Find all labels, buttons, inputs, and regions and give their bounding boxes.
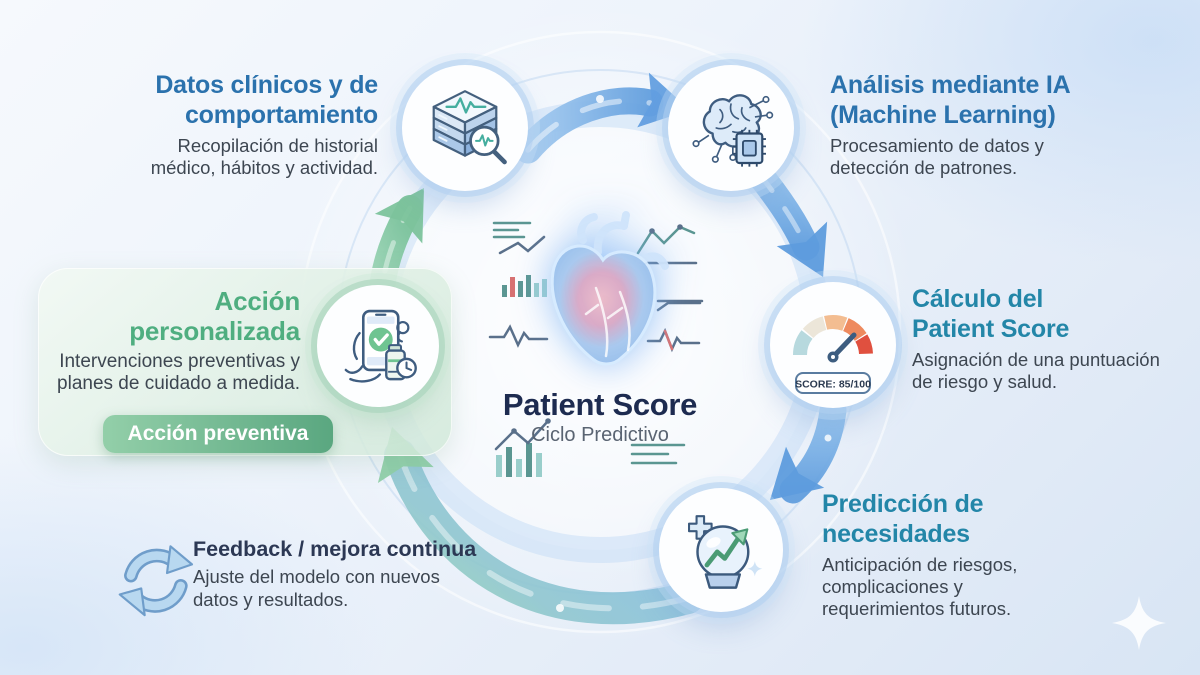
sparkle-icon [1111, 595, 1167, 651]
node-analisis-ia [668, 65, 794, 191]
feedback-desc: Ajuste del modelo con nuevos datos y res… [193, 566, 440, 610]
step-prediccion-title: Predicción de necesidades [822, 490, 984, 548]
step-accion-title: Acción personalizada [129, 286, 300, 346]
score-badge: SCORE: 85/100 [795, 379, 871, 391]
step-accion-desc: Intervenciones preventivas y planes de c… [57, 351, 300, 394]
heart-icon [550, 211, 669, 366]
phone-check-icon [344, 309, 417, 383]
node-datos-clinicos [402, 65, 528, 191]
center-subtitle: Ciclo Predictivo [531, 424, 669, 446]
database-search-icon [432, 90, 507, 165]
step-prediccion-desc: Anticipación de riesgos, complicaciones … [822, 554, 1018, 619]
center-label: Patient Score Ciclo Predictivo [450, 388, 750, 448]
arrow-analisis-to-calculo [742, 156, 828, 277]
step-datos-desc: Recopilación de historial médico, hábito… [150, 135, 378, 178]
step-accion-text: Acción personalizada Intervenciones prev… [57, 286, 300, 395]
feedback-title: Feedback / mejora continua [193, 537, 477, 561]
feedback-text: Feedback / mejora continua Ajuste del mo… [193, 536, 476, 611]
step-calculo-desc: Asignación de una puntuación de riesgo y… [912, 349, 1160, 392]
node-prediccion [659, 488, 783, 612]
step-analisis-text: Análisis mediante IA (Machine Learning) … [830, 70, 1071, 179]
step-prediccion-text: Predicción de necesidades Anticipación d… [822, 489, 1017, 620]
step-calculo-text: Cálculo del Patient Score Asignación de … [912, 284, 1160, 393]
step-datos-title: Datos clínicos y de comportamiento [155, 71, 378, 129]
node-calculo-score: SCORE: 85/100 [770, 282, 896, 408]
step-analisis-title: Análisis mediante IA (Machine Learning) [830, 71, 1071, 129]
step-datos-text: Datos clínicos y de comportamiento Recop… [151, 70, 378, 179]
refresh-cycle-icon [118, 545, 194, 617]
gauge-icon: SCORE: 85/100 [792, 314, 873, 394]
step-analisis-desc: Procesamiento de datos y detección de pa… [830, 135, 1044, 178]
center-title: Patient Score [502, 387, 698, 422]
node-accion-personalizada [317, 285, 439, 407]
brain-chip-icon [692, 94, 774, 167]
step-calculo-title: Cálculo del Patient Score [912, 285, 1070, 343]
crystal-ball-icon [688, 515, 763, 589]
accion-preventiva-badge: Acción preventiva [103, 415, 333, 453]
